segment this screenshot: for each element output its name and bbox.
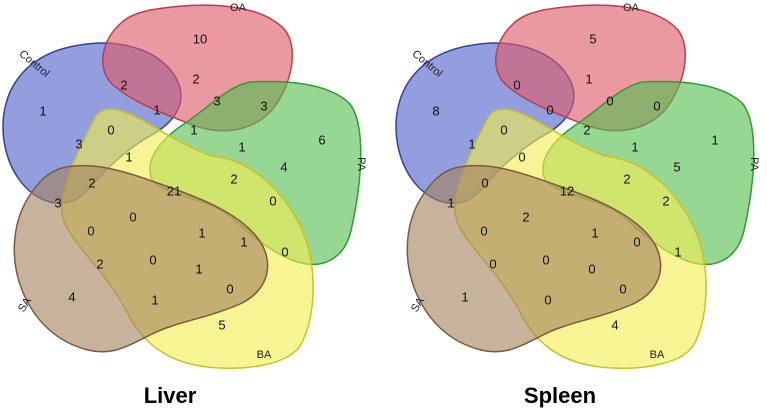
region-count: 1: [461, 289, 468, 304]
region-count: 0: [481, 175, 488, 190]
set-label-oa: OA: [230, 2, 247, 14]
set-label-pa: PA: [355, 157, 367, 172]
region-count: 0: [489, 256, 496, 271]
region-count: 3: [213, 93, 220, 108]
region-count: 2: [120, 77, 127, 92]
region-count: 1: [468, 136, 475, 151]
panel-title: Liver: [144, 383, 197, 408]
region-count: 0: [546, 102, 553, 117]
region-count: 0: [633, 234, 640, 249]
region-count: 3: [75, 136, 82, 151]
region-count: 4: [280, 159, 287, 174]
region-count: 1: [631, 139, 638, 154]
region-count: 1: [240, 234, 247, 249]
region-count: 5: [589, 31, 596, 46]
panel-title: Spleen: [524, 383, 596, 408]
region-count: 1: [198, 225, 205, 240]
region-count: 2: [623, 171, 630, 186]
region-count: 1: [447, 195, 454, 210]
region-count: 8: [432, 103, 439, 118]
set-label-oa: OA: [623, 2, 640, 14]
region-count: 0: [500, 122, 507, 137]
region-count: 2: [88, 175, 95, 190]
region-count: 0: [513, 77, 520, 92]
set-label-ba: BA: [257, 349, 272, 361]
region-count: 1: [153, 102, 160, 117]
region-count: 0: [544, 292, 551, 307]
set-region-sa: [13, 164, 269, 353]
set-label-pa: PA: [748, 157, 760, 172]
region-count: 0: [542, 252, 549, 267]
region-count: 2: [192, 71, 199, 86]
region-count: 0: [480, 223, 487, 238]
region-count: 12: [560, 183, 574, 198]
region-count: 0: [129, 209, 136, 224]
region-count: 1: [585, 71, 592, 86]
region-count: 0: [606, 93, 613, 108]
region-count: 1: [151, 292, 158, 307]
set-region-sa: [406, 164, 662, 353]
region-count: 1: [674, 244, 681, 259]
region-count: 1: [195, 261, 202, 276]
region-count: 5: [673, 159, 680, 174]
region-count: 10: [193, 31, 207, 46]
region-count: 2: [662, 193, 669, 208]
region-count: 2: [583, 122, 590, 137]
region-count: 0: [653, 98, 660, 113]
region-count: 0: [518, 149, 525, 164]
region-count: 5: [218, 317, 225, 332]
region-count: 1: [238, 139, 245, 154]
region-count: 0: [619, 281, 626, 296]
region-count: 0: [588, 261, 595, 276]
region-count: 3: [54, 195, 61, 210]
region-count: 6: [318, 132, 325, 147]
region-count: 3: [260, 98, 267, 113]
region-count: 2: [96, 256, 103, 271]
region-count: 1: [125, 149, 132, 164]
region-count: 4: [68, 289, 75, 304]
region-count: 1: [39, 103, 46, 118]
region-count: 1: [591, 225, 598, 240]
region-count: 0: [281, 244, 288, 259]
region-count: 0: [269, 193, 276, 208]
region-count: 1: [711, 132, 718, 147]
region-count: 0: [87, 223, 94, 238]
region-count: 2: [522, 209, 529, 224]
region-count: 4: [611, 317, 618, 332]
set-label-ba: BA: [650, 349, 665, 361]
region-count: 21: [167, 183, 181, 198]
region-count: 0: [226, 281, 233, 296]
region-count: 2: [230, 171, 237, 186]
region-count: 0: [107, 122, 114, 137]
region-count: 0: [149, 252, 156, 267]
region-count: 1: [190, 122, 197, 137]
